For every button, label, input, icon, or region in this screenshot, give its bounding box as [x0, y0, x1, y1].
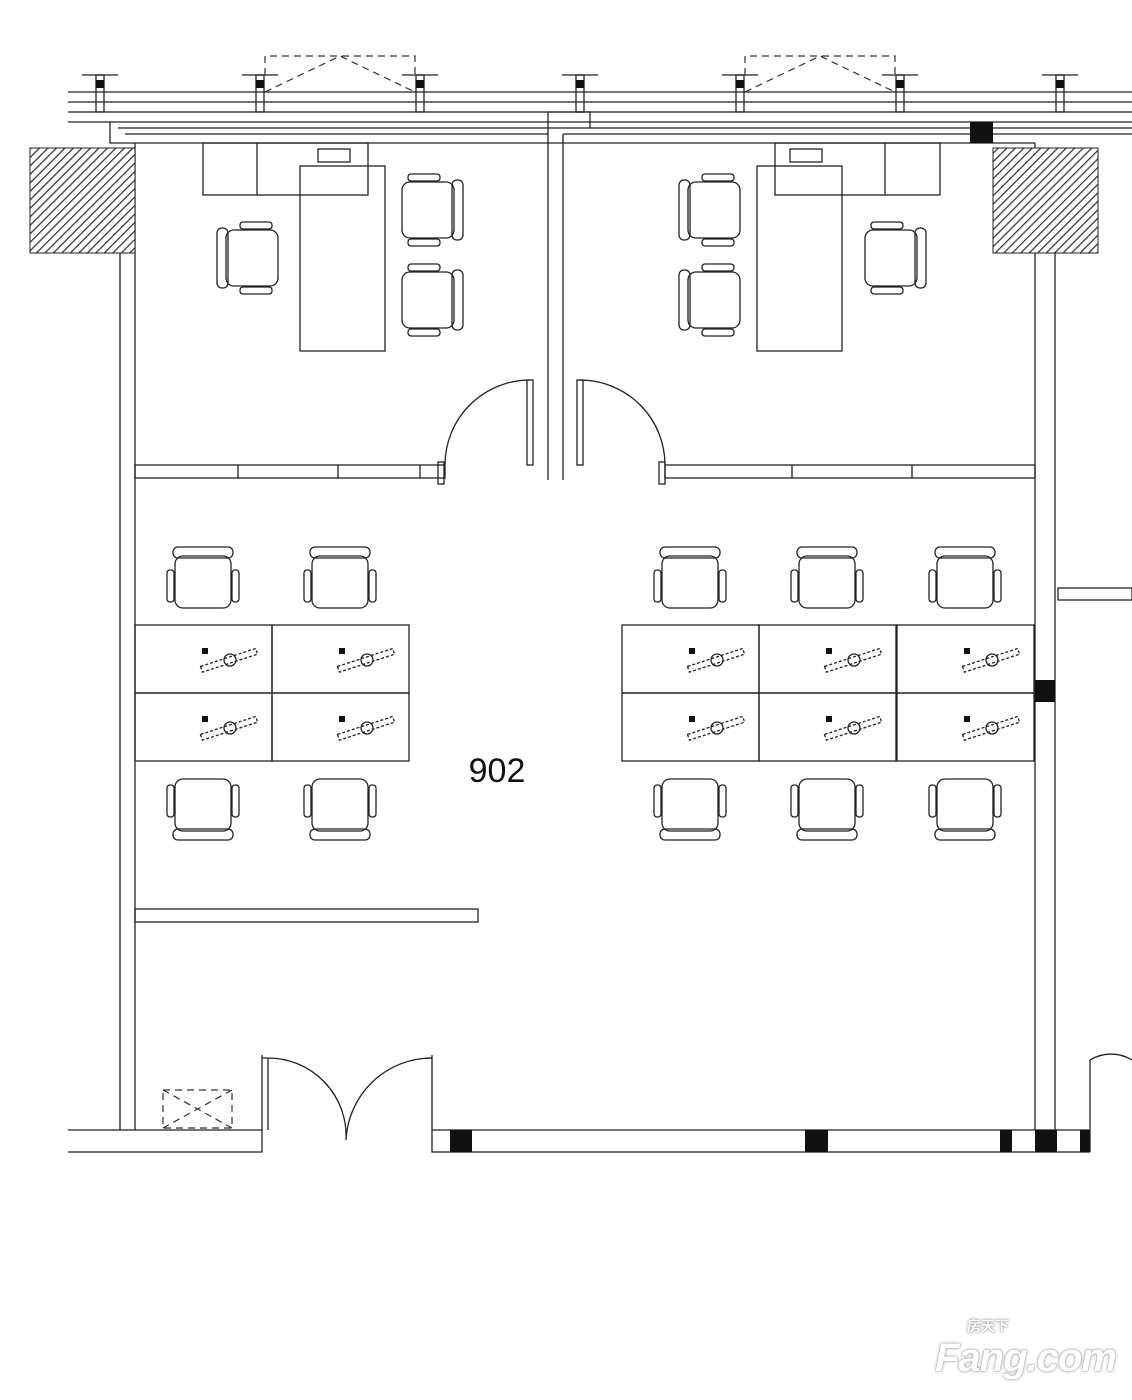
column-right — [992, 147, 1099, 254]
workstation-desk — [758, 692, 897, 762]
chair-icon — [653, 778, 727, 841]
chair-icon — [401, 173, 464, 247]
chair-icon — [303, 546, 377, 609]
chairs — [166, 173, 1002, 841]
workstation-desk — [621, 692, 760, 762]
chair-icon — [928, 546, 1002, 609]
desk-left-office — [299, 165, 386, 352]
workstation-desk — [271, 692, 410, 762]
desk-right-office — [756, 165, 843, 352]
workstation-desk — [134, 624, 273, 694]
window-opening-left — [264, 55, 416, 93]
window-opening-right — [744, 55, 896, 93]
window-mullion — [722, 74, 758, 113]
room-number: 902 — [469, 752, 526, 790]
workstation-desk — [758, 624, 897, 694]
watermark-chinese: 房天下 — [967, 1318, 1009, 1334]
chair-icon — [166, 546, 240, 609]
chair-icon — [790, 778, 864, 841]
chair-icon — [864, 221, 927, 295]
chair-icon — [401, 263, 464, 337]
window-mullion — [242, 74, 278, 113]
workstation-desk — [896, 692, 1035, 762]
watermark-brand: Fang.com — [935, 1336, 1117, 1380]
workstation-desk — [134, 692, 273, 762]
chair-icon — [166, 778, 240, 841]
workstation-desk — [271, 624, 410, 694]
workstation-desk — [621, 624, 760, 694]
window-mullion — [1042, 74, 1078, 113]
chair-icon — [216, 221, 279, 295]
workstations — [134, 624, 1035, 762]
column-left — [29, 147, 136, 254]
chair-icon — [790, 546, 864, 609]
chair-icon — [678, 263, 741, 337]
partition-wall — [134, 908, 479, 923]
office-doors — [437, 379, 666, 485]
watermark-logo: 房天下 Fang.com — [935, 1318, 1117, 1380]
walls — [29, 111, 1132, 1130]
window-mullion — [402, 74, 438, 113]
entrance — [68, 1053, 1132, 1153]
workstation-desk — [896, 624, 1035, 694]
chair-icon — [303, 778, 377, 841]
chair-icon — [928, 778, 1002, 841]
chair-icon — [653, 546, 727, 609]
window-mullion — [562, 74, 598, 113]
window-wall — [68, 55, 1132, 123]
executive-offices — [202, 142, 941, 352]
window-mullion — [82, 74, 118, 113]
shaft-box — [162, 1089, 233, 1129]
window-mullion — [882, 74, 918, 113]
chair-icon — [678, 173, 741, 247]
